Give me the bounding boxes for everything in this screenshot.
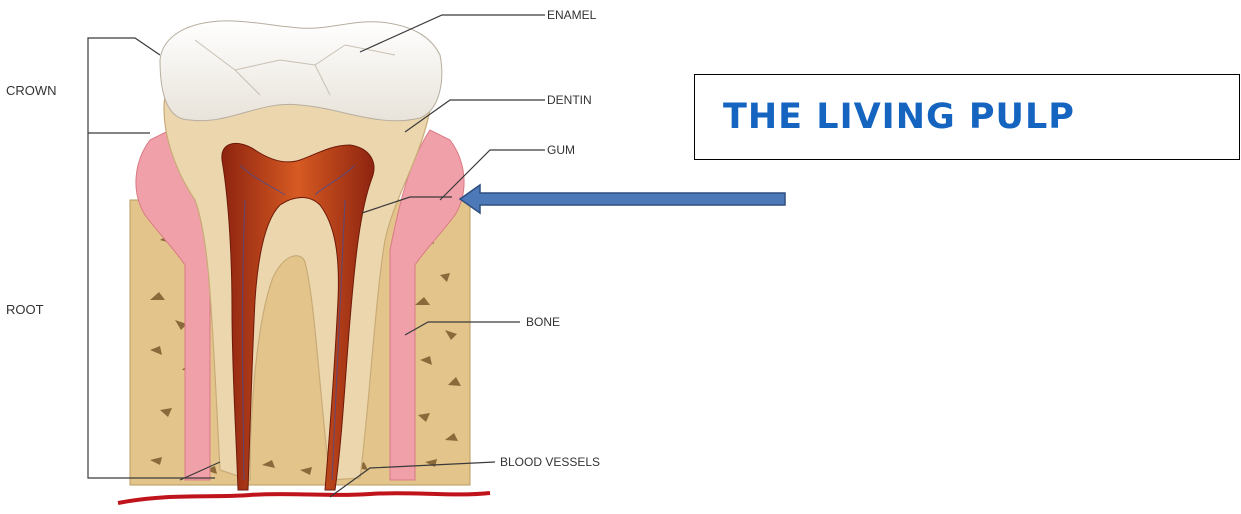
label-dentin: DENTIN bbox=[547, 93, 592, 107]
title-box: THE LIVING PULP bbox=[694, 74, 1240, 160]
label-enamel: ENAMEL bbox=[547, 8, 597, 22]
page-title: THE LIVING PULP bbox=[723, 97, 1075, 137]
blood-vessel-line bbox=[118, 493, 490, 503]
label-crown: CROWN bbox=[6, 83, 57, 98]
label-root: ROOT bbox=[6, 302, 44, 317]
label-bone: BONE bbox=[526, 315, 560, 329]
label-blood-vessels: BLOOD VESSELS bbox=[500, 455, 600, 469]
label-gum: GUM bbox=[547, 143, 575, 157]
left-arrow-icon bbox=[460, 185, 785, 213]
